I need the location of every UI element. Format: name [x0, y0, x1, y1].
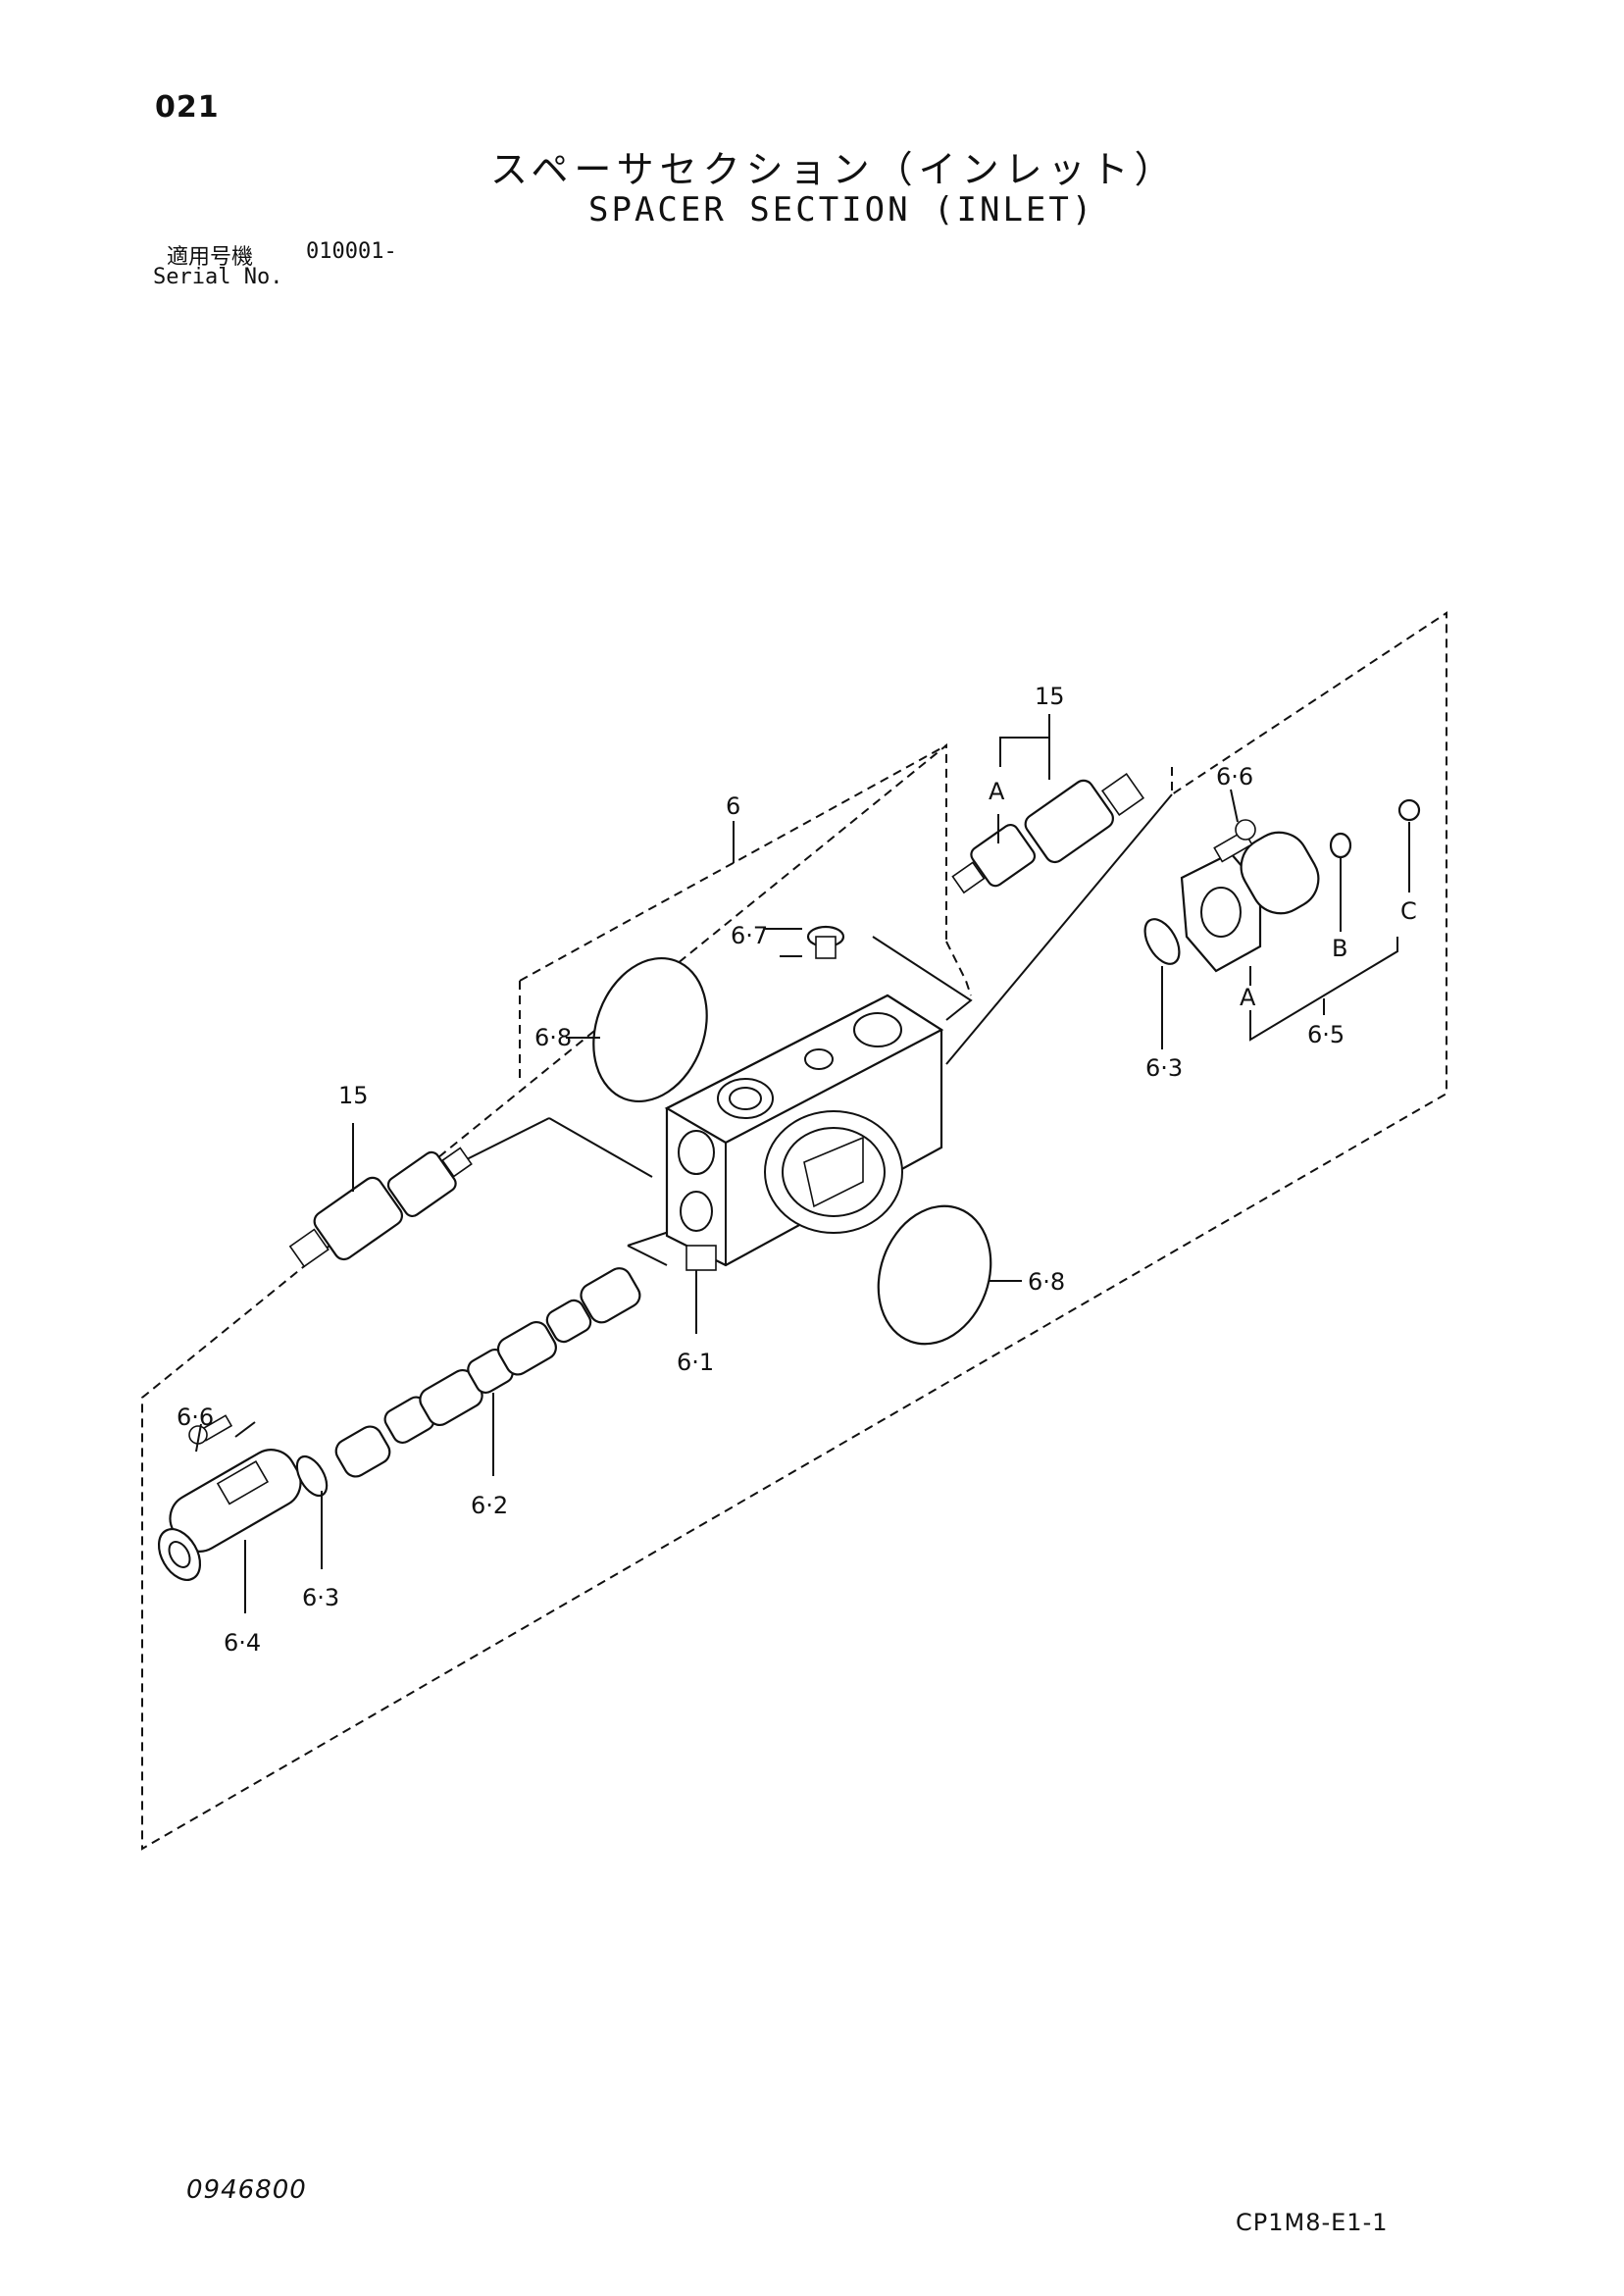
small-parts-b-c: [1143, 798, 1421, 965]
relief-valve-15-left: [288, 1147, 473, 1268]
page-title-english: SPACER SECTION (INLET): [588, 190, 1095, 230]
callout-15-top: 15: [1035, 683, 1065, 710]
callout-6-4: 6·4: [224, 1629, 261, 1657]
callout-labels: 6 15 A 6·6 6·7 6·8 B C A 6·5 6·3 15 6·8 …: [177, 683, 1417, 1657]
callout-c-right: C: [1400, 897, 1417, 925]
sheet-code: CP1M8-E1-1: [1236, 2209, 1389, 2236]
cover-6-5: [1180, 819, 1320, 973]
page-title-japanese: スペーサセクション（インレット）: [490, 148, 1178, 191]
callout-6-3-right: 6·3: [1145, 1054, 1183, 1082]
spool-6-2: [334, 1267, 641, 1478]
callout-6-5: 6·5: [1307, 1021, 1345, 1048]
callout-6-6-left: 6·6: [177, 1403, 214, 1431]
callout-6-2: 6·2: [471, 1492, 508, 1519]
callout-leaders: [195, 714, 1410, 1613]
cap-6-4: [157, 1414, 329, 1581]
callout-a-right: A: [1240, 984, 1256, 1011]
serial-label-english: Serial No.: [153, 265, 283, 289]
page-number: 021: [155, 90, 220, 125]
callout-b-right: B: [1332, 935, 1347, 962]
callout-6-1: 6·1: [677, 1349, 714, 1376]
callout-6-8-right: 6·8: [1028, 1268, 1065, 1296]
o-ring-6-8: [592, 956, 992, 1346]
spacer-body-6-1: [664, 994, 944, 1271]
drawing-number: 0946800: [186, 2175, 307, 2205]
callout-6-7: 6·7: [731, 922, 768, 949]
serial-label-japanese: 適用号機: [167, 245, 254, 270]
relief-valve-15-top: [951, 772, 1145, 894]
callout-15-left: 15: [338, 1082, 369, 1109]
callout-6-6-top: 6·6: [1216, 763, 1253, 791]
callout-6: 6: [726, 792, 740, 820]
callout-a-top: A: [989, 778, 1005, 805]
connection-lines: [460, 793, 1173, 1282]
callout-6-3-left: 6·3: [302, 1584, 339, 1611]
callout-6-8-left: 6·8: [534, 1024, 572, 1051]
plug-6-7: [806, 925, 845, 959]
serial-number-value: 010001-: [306, 239, 397, 264]
